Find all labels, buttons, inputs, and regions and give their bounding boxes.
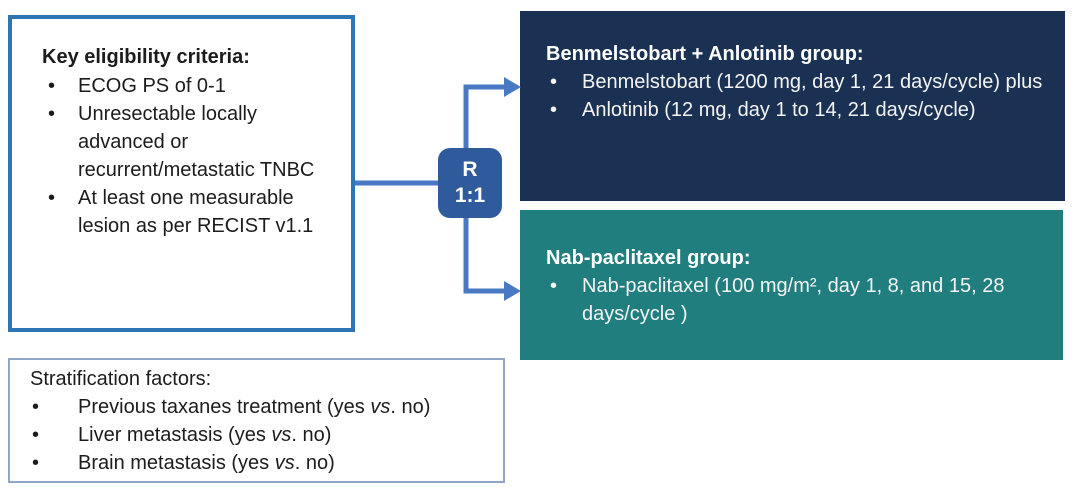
randomization-box: R 1:1 bbox=[438, 148, 502, 218]
eligibility-list: • ECOG PS of 0-1 • Unresectable locally … bbox=[42, 72, 343, 240]
randomization-symbol: R bbox=[462, 158, 478, 181]
bullet-icon: • bbox=[48, 103, 56, 125]
list-item: • Previous taxanes treatment (yes vs. no… bbox=[30, 393, 495, 421]
list-item: • Anlotinib (12 mg, day 1 to 14, 21 days… bbox=[546, 96, 1047, 124]
list-item: • Brain metastasis (yes vs. no) bbox=[30, 449, 495, 477]
benmelstobart-anlotinib-group-box: Benmelstobart + Anlotinib group: • Benme… bbox=[520, 11, 1065, 201]
stratification-factors-box: Stratification factors: • Previous taxan… bbox=[8, 358, 505, 483]
list-item: • Unresectable locally advanced or recur… bbox=[42, 100, 343, 184]
arrowhead-group1-icon bbox=[504, 77, 521, 97]
list-item: • Benmelstobart (1200 mg, day 1, 21 days… bbox=[546, 68, 1047, 96]
bullet-icon: • bbox=[32, 452, 40, 474]
group1-list: • Benmelstobart (1200 mg, day 1, 21 days… bbox=[546, 68, 1047, 124]
group2-title: Nab-paclitaxel group: bbox=[546, 247, 751, 269]
bullet-icon: • bbox=[48, 75, 56, 97]
list-item: • Nab-paclitaxel (100 mg/m², day 1, 8, a… bbox=[546, 272, 1049, 328]
group1-title: Benmelstobart + Anlotinib group: bbox=[546, 43, 864, 65]
group2-list: • Nab-paclitaxel (100 mg/m², day 1, 8, a… bbox=[546, 272, 1049, 328]
connector-line-r-to-group2 bbox=[463, 218, 505, 294]
arrowhead-group2-icon bbox=[504, 281, 521, 301]
bullet-icon: • bbox=[48, 187, 56, 209]
stratification-title: Stratification factors: bbox=[30, 368, 212, 390]
list-item: • At least one measurable lesion as per … bbox=[42, 184, 343, 240]
list-item: • ECOG PS of 0-1 bbox=[42, 72, 343, 100]
bullet-icon: • bbox=[32, 424, 40, 446]
nab-paclitaxel-group-box: Nab-paclitaxel group: • Nab-paclitaxel (… bbox=[520, 210, 1063, 360]
connector-line-r-to-group1 bbox=[463, 84, 505, 150]
bullet-icon: • bbox=[550, 99, 558, 121]
stratification-list: • Previous taxanes treatment (yes vs. no… bbox=[30, 393, 495, 477]
eligibility-title: Key eligibility criteria: bbox=[42, 46, 250, 68]
bullet-icon: • bbox=[550, 275, 558, 297]
bullet-icon: • bbox=[32, 396, 40, 418]
list-item: • Liver metastasis (yes vs. no) bbox=[30, 421, 495, 449]
bullet-icon: • bbox=[550, 71, 558, 93]
eligibility-criteria-box: Key eligibility criteria: • ECOG PS of 0… bbox=[8, 15, 355, 332]
randomization-ratio: 1:1 bbox=[454, 184, 486, 207]
